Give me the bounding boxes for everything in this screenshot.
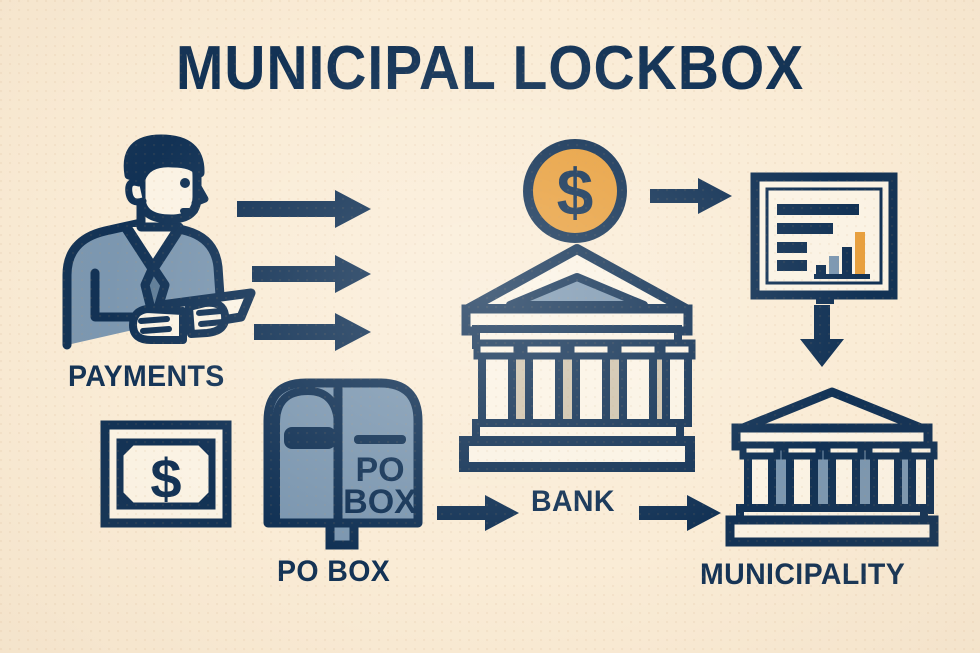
report-text-line-4: [777, 260, 807, 271]
businessman-with-check-icon: [62, 134, 256, 350]
bank-building-icon: [459, 244, 696, 472]
arrow-right-payments-1: [237, 190, 371, 228]
po-box-mailbox-icon: PO BOX: [263, 378, 423, 550]
arrow-right-pobox-to-bank: [437, 495, 519, 531]
dollar-banknote-icon: $: [100, 420, 232, 528]
report-text-line-2: [777, 223, 833, 234]
report-text-line-3: [777, 242, 807, 253]
arrow-right-payments-2: [252, 255, 371, 293]
arrow-right-payments-3: [254, 313, 371, 351]
page-title: MUNICIPAL LOCKBOX: [175, 34, 805, 103]
report-with-bar-chart-icon: [750, 172, 898, 304]
coin-dollar-symbol: $: [557, 155, 594, 229]
mailbox-text-line-one: PO: [355, 451, 404, 489]
po-box-label: PO BOX: [277, 555, 391, 588]
dollar-coin-icon: $: [523, 139, 627, 243]
eye: [180, 178, 190, 188]
banknote-dollar-symbol: $: [150, 447, 181, 510]
municipality-label: MUNICIPALITY: [700, 558, 906, 591]
report-text-line-1: [777, 204, 859, 215]
bank-label: BANK: [531, 485, 615, 518]
mailbox-text-line-two: BOX: [343, 483, 417, 521]
arrow-right-coin-to-report: [650, 178, 732, 214]
payments-label: PAYMENTS: [68, 360, 225, 393]
municipality-building-icon: [725, 387, 939, 547]
arrow-down-report-to-municipality: [800, 305, 844, 367]
arrow-right-bank-to-municipality: [639, 495, 721, 531]
report-bar-chart: [814, 232, 870, 279]
